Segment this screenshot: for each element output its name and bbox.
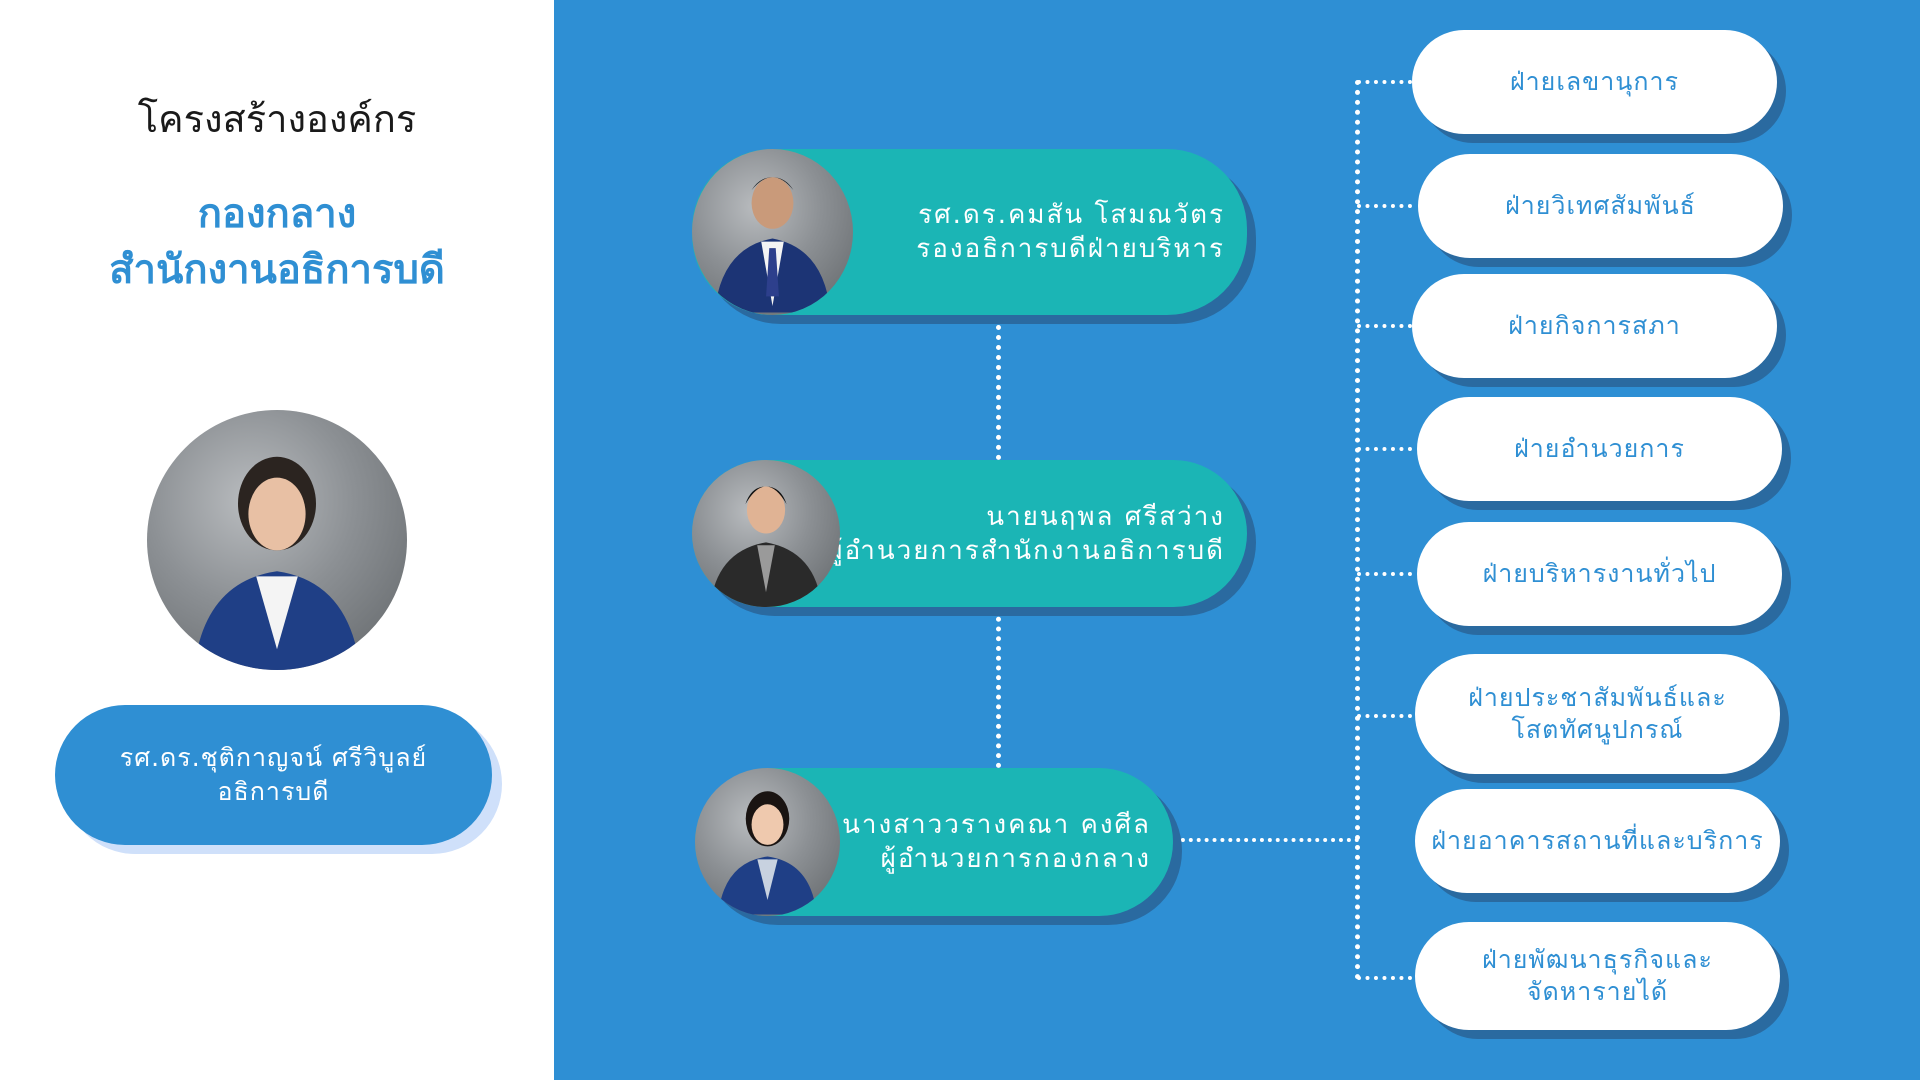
department-name: ฝ่ายอาคารสถานที่และบริการ: [1431, 826, 1764, 855]
chief-position: อธิการบดี: [217, 777, 330, 806]
executive-photo: [692, 149, 853, 315]
department-name: ฝ่ายอำนวยการ: [1514, 434, 1685, 463]
executive-name: นางสาววรางคณา คงศีล: [842, 810, 1151, 840]
connector-line: [1357, 324, 1412, 328]
chief-photo: [147, 410, 407, 670]
connector-line: [1357, 80, 1412, 84]
department-name: ฝ่ายวิเทศสัมพันธ์: [1505, 191, 1696, 220]
department-name-line2: โสตทัศนูปกรณ์: [1511, 715, 1684, 744]
executive-card-vice-president: รศ.ดร.คมสัน โสมณวัตร รองอธิการบดีฝ่ายบริ…: [692, 149, 1247, 315]
department-card: ฝ่ายพัฒนาธุรกิจและจัดหารายได้: [1415, 922, 1780, 1030]
executive-name: รศ.ดร.คมสัน โสมณวัตร: [918, 200, 1225, 230]
department-card: ฝ่ายเลขานุการ: [1412, 30, 1777, 134]
person-man-icon: [710, 486, 822, 607]
executive-card-office-director: นายนฤพล ศรีสว่าง ผู้อำนวยการสำนักงานอธิก…: [692, 460, 1247, 607]
unit-heading: กองกลาง สำนักงานอธิการบดี: [0, 186, 554, 298]
executive-card-division-director: นางสาววรางคณา คงศีล ผู้อำนวยการกองกลาง: [695, 768, 1173, 916]
person-woman-icon: [718, 791, 817, 915]
connector-line: [1357, 976, 1412, 980]
person-man-icon: [714, 177, 831, 313]
connector-line: [1357, 714, 1412, 718]
department-name: ฝ่ายประชาสัมพันธ์และ: [1468, 683, 1727, 712]
executive-position: รองอธิการบดีฝ่ายบริหาร: [916, 234, 1225, 264]
chief-card: รศ.ดร.ชุติกาญจน์ ศรีวิบูลย์ อธิการบดี: [55, 705, 492, 845]
department-name: ฝ่ายเลขานุการ: [1509, 67, 1680, 96]
unit-heading-line2: สำนักงานอธิการบดี: [109, 247, 445, 293]
department-card: ฝ่ายบริหารงานทั่วไป: [1417, 522, 1782, 626]
department-card: ฝ่ายกิจการสภา: [1412, 274, 1777, 378]
executive-position: ผู้อำนวยการกองกลาง: [880, 844, 1151, 874]
department-card: ฝ่ายอาคารสถานที่และบริการ: [1415, 789, 1780, 893]
connector-line: [996, 315, 1001, 460]
unit-heading-line1: กองกลาง: [197, 191, 357, 237]
department-name: ฝ่ายพัฒนาธุรกิจและ: [1482, 945, 1713, 974]
connector-line: [1355, 80, 1360, 980]
page-title: โครงสร้างองค์กร: [137, 97, 417, 141]
connector-line: [996, 607, 1001, 768]
connector-line: [1173, 838, 1359, 842]
connector-line: [1357, 572, 1412, 576]
person-woman-icon: [193, 456, 361, 670]
department-card: ฝ่ายอำนวยการ: [1417, 397, 1782, 501]
department-name: ฝ่ายบริหารงานทั่วไป: [1482, 559, 1717, 588]
executive-name: นายนฤพล ศรีสว่าง: [986, 501, 1225, 532]
connector-line: [1357, 447, 1412, 451]
department-name: ฝ่ายกิจการสภา: [1508, 311, 1681, 340]
department-name-line2: จัดหารายได้: [1526, 977, 1669, 1006]
executive-position: ผู้อำนวยการสำนักงานอธิการบดี: [827, 535, 1225, 566]
left-panel: โครงสร้างองค์กร กองกลาง สำนักงานอธิการบด…: [0, 0, 554, 1080]
department-card: ฝ่ายวิเทศสัมพันธ์: [1418, 154, 1783, 258]
executive-photo: [692, 460, 840, 607]
executive-photo: [695, 768, 840, 916]
department-card: ฝ่ายประชาสัมพันธ์และโสตทัศนูปกรณ์: [1415, 654, 1780, 774]
connector-line: [1357, 204, 1412, 208]
chief-name: รศ.ดร.ชุติกาญจน์ ศรีวิบูลย์: [119, 743, 428, 772]
